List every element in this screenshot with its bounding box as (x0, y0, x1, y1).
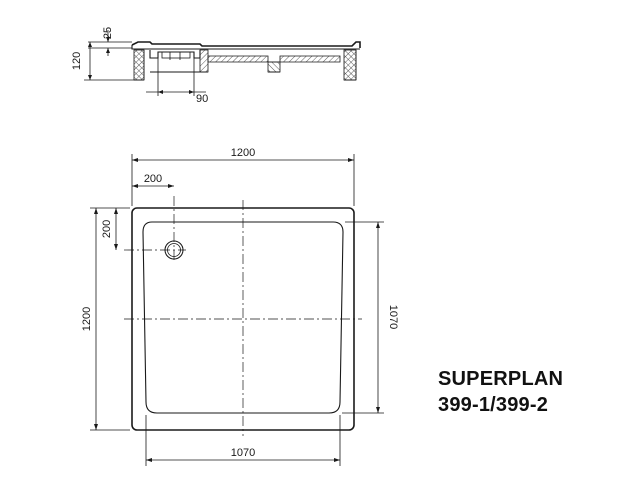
section-view: 25 120 90 (71, 27, 361, 105)
dim-height-120: 120 (71, 52, 83, 70)
product-models: 399-1/399-2 (438, 394, 549, 416)
dim-overall-width: 1200 (231, 147, 255, 159)
dim-drain-x: 200 (144, 173, 162, 185)
dim-drain-90: 90 (196, 93, 208, 105)
dim-inner-width: 1070 (231, 447, 255, 459)
dim-overall-depth: 1200 (81, 307, 93, 331)
dim-inner-depth: 1070 (387, 305, 399, 329)
product-name: SUPERPLAN (438, 368, 564, 390)
dim-rim-25: 25 (102, 27, 114, 39)
dim-drain-y: 200 (101, 220, 113, 238)
plan-view: 1200 200 1200 200 1070 1070 (81, 147, 399, 466)
tray-basin (142, 221, 344, 414)
